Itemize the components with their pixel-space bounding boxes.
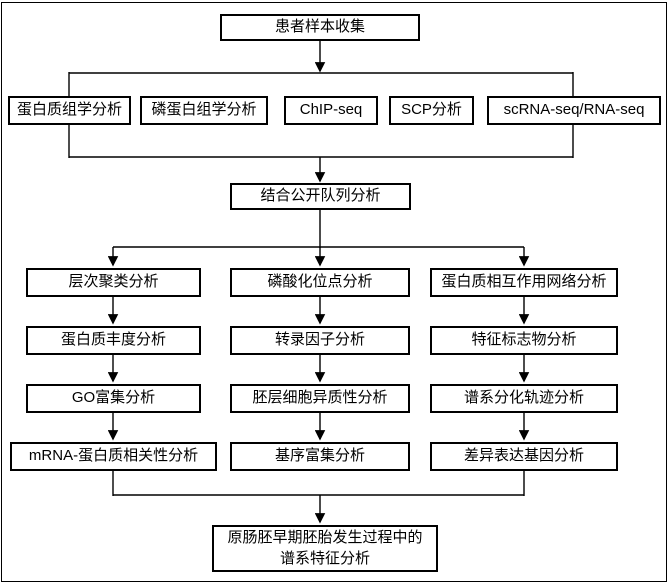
node-ppi-network: 蛋白质相互作用网络分析 [430,268,618,297]
node-differential-expression: 差异表达基因分析 [430,442,618,471]
node-transcription-factor: 转录因子分析 [230,326,410,355]
node-lineage-trajectory: 谱系分化轨迹分析 [430,384,618,413]
node-chip-seq: ChIP-seq [284,96,378,125]
final-label-line2: 谱系特征分析 [279,549,370,567]
node-scp-analysis: SCP分析 [389,96,474,125]
node-signature-marker: 特征标志物分析 [430,326,618,355]
final-label-line1: 原肠胚早期胚胎发生过程中的 [227,529,423,547]
node-motif-enrichment: 基序富集分析 [230,442,410,471]
node-phosphoproteomics-analysis: 磷蛋白组学分析 [140,96,268,125]
node-proteomics-analysis: 蛋白质组学分析 [8,96,131,125]
node-go-enrichment: GO富集分析 [26,384,201,413]
node-germ-layer-heterogeneity: 胚层细胞异质性分析 [230,384,410,413]
node-patient-sample-collection: 患者样本收集 [220,14,420,41]
node-mrna-protein-correlation: mRNA-蛋白质相关性分析 [10,442,217,471]
node-scrna-seq-rna-seq: scRNA-seq/RNA-seq [487,96,661,125]
node-protein-abundance: 蛋白质丰度分析 [26,326,201,355]
node-phosphosite-analysis: 磷酸化位点分析 [230,268,410,297]
node-final-lineage-features: 原肠胚早期胚胎发生过程中的 谱系特征分析 [212,525,438,572]
node-hierarchical-clustering: 层次聚类分析 [26,268,201,297]
node-public-cohort-analysis: 结合公开队列分析 [230,183,411,210]
